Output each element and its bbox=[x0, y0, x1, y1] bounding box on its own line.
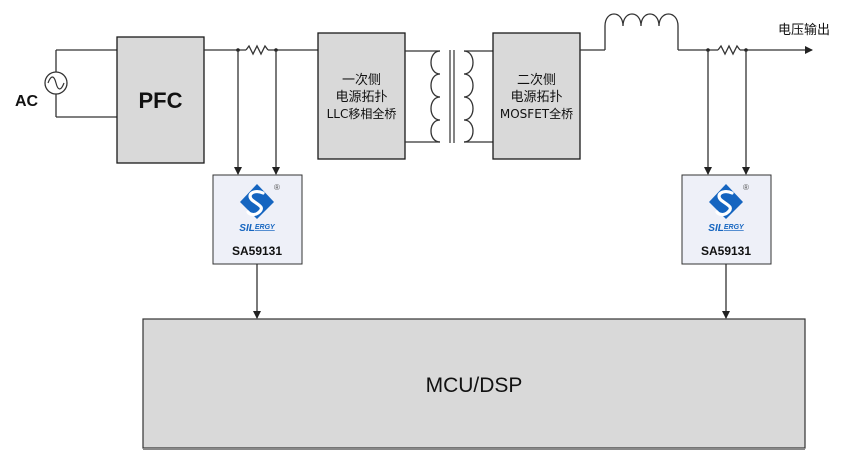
secondary-line-2: 电源拓扑 bbox=[510, 90, 562, 105]
inductor-icon bbox=[604, 13, 679, 50]
registered-mark: ® bbox=[274, 183, 280, 192]
primary-block: 一次侧 电源拓扑 LLC移相全桥 bbox=[317, 32, 406, 160]
primary-line-3: LLC移相全桥 bbox=[327, 106, 397, 121]
pfc-block: PFC bbox=[116, 36, 205, 164]
silergy-logo-icon bbox=[240, 184, 274, 219]
pfc-label: PFC bbox=[139, 88, 183, 113]
ac-source-icon bbox=[44, 71, 68, 95]
registered-mark: ® bbox=[743, 183, 749, 192]
shunt-resistor-1 bbox=[245, 44, 269, 56]
secondary-line-1: 二次侧 bbox=[517, 72, 556, 88]
secondary-block: 二次侧 电源拓扑 MOSFET全桥 bbox=[492, 32, 581, 160]
brand-text: SILERGY bbox=[708, 223, 745, 234]
secondary-line-3: MOSFET全桥 bbox=[500, 106, 573, 121]
mcu-dsp-block: MCU/DSP bbox=[142, 318, 806, 450]
primary-line-1: 一次侧 bbox=[342, 72, 381, 88]
mcu-label: MCU/DSP bbox=[426, 374, 523, 397]
part-number: SA59131 bbox=[232, 244, 282, 258]
silergy-logo-icon bbox=[709, 184, 743, 219]
part-number: SA59131 bbox=[701, 244, 751, 258]
sensor-chip-2: ® SILERGY SA59131 bbox=[681, 174, 772, 265]
primary-line-2: 电源拓扑 bbox=[335, 90, 387, 105]
ac-source: AC bbox=[15, 49, 117, 118]
ac-label: AC bbox=[15, 93, 39, 110]
transformer-icon bbox=[405, 50, 493, 143]
output-label: 电压输出 bbox=[778, 22, 830, 38]
shunt-resistor-2 bbox=[717, 44, 741, 56]
sensor-chip-1: ® SILERGY SA59131 bbox=[212, 174, 303, 265]
brand-text: SILERGY bbox=[239, 223, 276, 234]
